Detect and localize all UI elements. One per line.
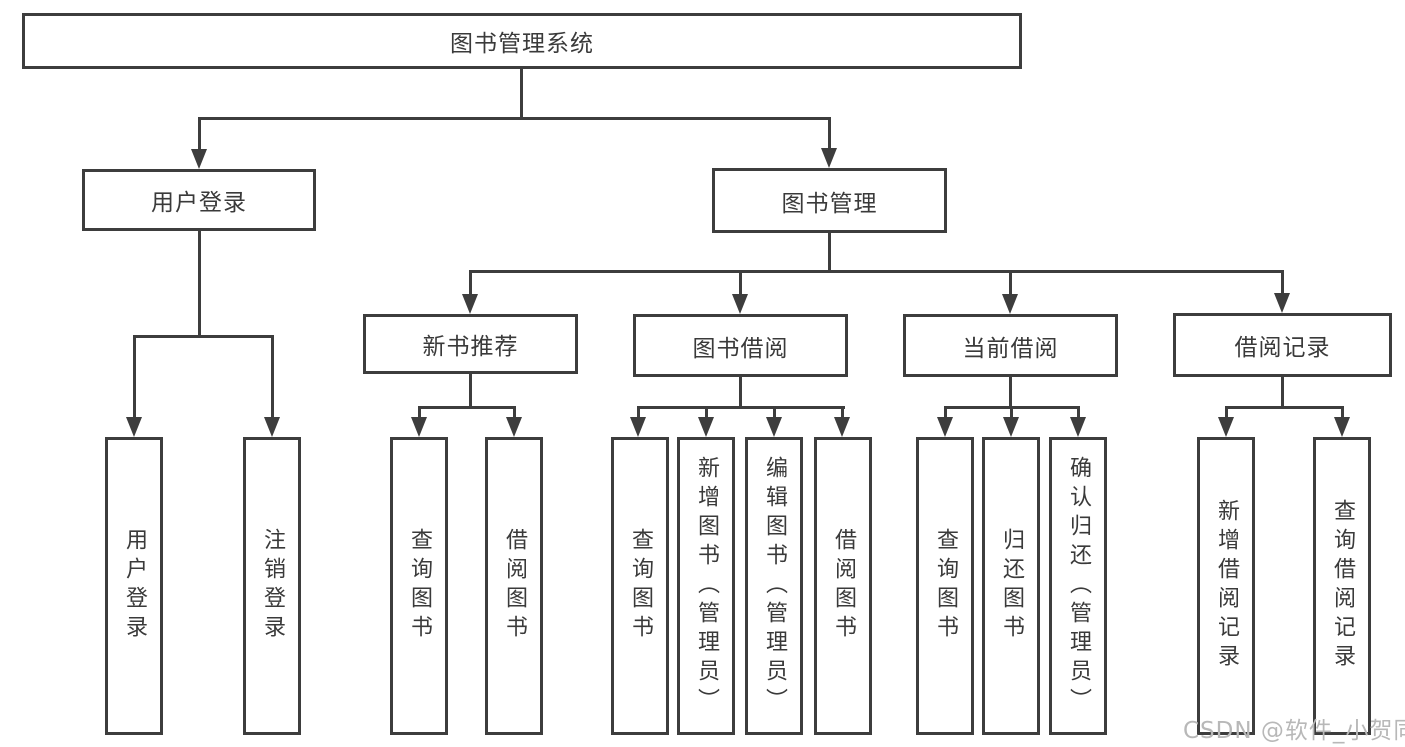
watermark: CSDN @软件_小贺同学 [1183,718,1405,744]
arrowhead-down-icon [698,417,714,437]
arrowhead-down-icon [937,417,953,437]
leaf-return-books: 归还图书 [982,437,1040,735]
connector-vline [1010,406,1013,419]
arrowhead-down-icon [1003,417,1019,437]
arrowhead-down-icon [264,417,280,437]
connector-hline [133,335,274,338]
connector-vline [1009,270,1012,296]
connector-vline [637,406,640,419]
connector-vline [469,270,472,296]
leaf-borrow-books: 借阅图书 [814,437,872,735]
node-user-login: 用户登录 [82,169,316,231]
arrowhead-down-icon [1274,293,1290,313]
arrowhead-down-icon [126,417,142,437]
connector-vline [198,117,201,151]
connector-vline [513,406,516,419]
connector-vline [1077,406,1080,419]
leaf-query-borrow-record: 查询借阅记录 [1313,437,1371,735]
node-library-management-system: 图书管理系统 [22,13,1022,69]
leaf-user-login: 用户登录 [105,437,163,735]
connector-vline [773,406,776,419]
leaf-add-borrow-record: 新增借阅记录 [1197,437,1255,735]
arrowhead-down-icon [834,417,850,437]
arrowhead-down-icon [462,294,478,314]
arrowhead-down-icon [732,294,748,314]
leaf-add-books-admin: 新增图书（管理员） [677,437,735,735]
connector-vline [469,374,472,408]
connector-vline [520,69,523,119]
leaf-edit-books-admin: 编辑图书（管理员） [745,437,803,735]
connector-hline [637,406,845,409]
connector-vline [1225,406,1228,419]
node-new-book-recommendation: 新书推荐 [363,314,578,374]
connector-vline [1281,270,1284,296]
connector-vline [1281,377,1284,408]
connector-vline [828,233,831,272]
connector-vline [944,406,947,419]
leaf-query-books-current: 查询图书 [916,437,974,735]
arrowhead-down-icon [1070,417,1086,437]
arrowhead-down-icon [821,148,837,168]
connector-vline [198,231,201,337]
connector-vline [1341,406,1344,419]
connector-vline [739,377,742,408]
arrowhead-down-icon [1334,417,1350,437]
connector-vline [271,335,274,419]
arrowhead-down-icon [766,417,782,437]
connector-vline [418,406,421,419]
leaf-borrow-books-recommend: 借阅图书 [485,437,543,735]
connector-hline [1225,406,1344,409]
connector-vline [841,406,844,419]
arrowhead-down-icon [411,417,427,437]
arrowhead-down-icon [506,417,522,437]
arrowhead-down-icon [630,417,646,437]
connector-vline [705,406,708,419]
connector-vline [828,117,831,150]
node-borrowing-records: 借阅记录 [1173,313,1392,377]
leaf-confirm-return-admin: 确认归还（管理员） [1049,437,1107,735]
connector-vline [739,270,742,296]
connector-hline [198,117,831,120]
connector-vline [133,335,136,419]
node-book-borrowing: 图书借阅 [633,314,848,377]
leaf-query-books-recommend: 查询图书 [390,437,448,735]
connector-hline [469,270,1284,273]
node-book-management: 图书管理 [712,168,947,233]
leaf-logout: 注销登录 [243,437,301,735]
arrowhead-down-icon [1218,417,1234,437]
arrowhead-down-icon [191,149,207,169]
leaf-query-books-borrowing: 查询图书 [611,437,669,735]
node-current-borrowing: 当前借阅 [903,314,1118,377]
connector-vline [1009,377,1012,408]
arrowhead-down-icon [1002,294,1018,314]
connector-hline [418,406,516,409]
